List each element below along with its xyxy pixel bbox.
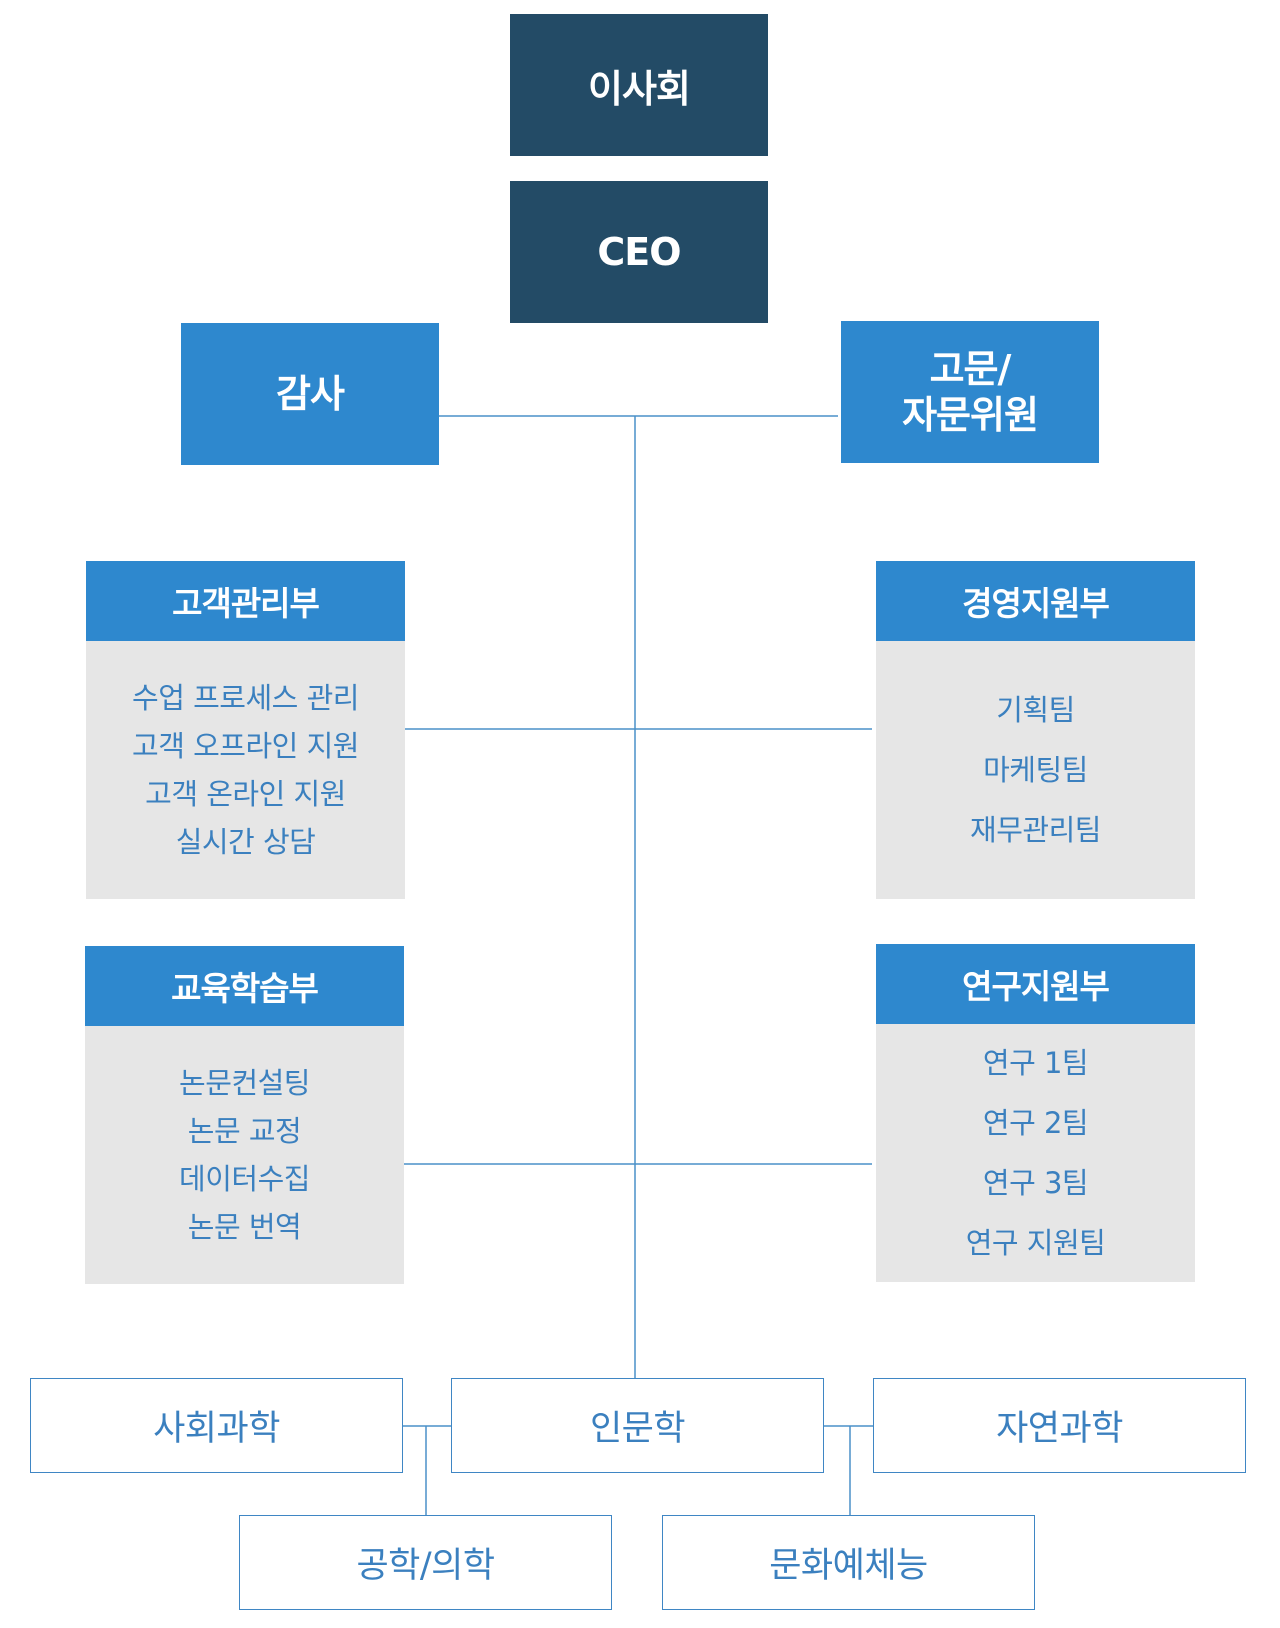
field-social-science: 사회과학 xyxy=(30,1378,403,1473)
dept-item: 실시간 상담 xyxy=(175,825,316,859)
advisor-label-line2: 자문위원 xyxy=(902,393,1039,437)
dept-management-title: 경영지원부 xyxy=(876,561,1195,641)
field-engineering-medicine: 공학/의학 xyxy=(239,1515,612,1610)
field-culture-arts-sports: 문화예체능 xyxy=(662,1515,1035,1610)
dept-item: 데이터수집 xyxy=(179,1162,310,1196)
dept-management: 경영지원부 기획팀 마케팅팀 재무관리팀 xyxy=(876,561,1195,899)
audit-box: 감사 xyxy=(181,323,439,465)
advisor-label-line1: 고문/ xyxy=(929,347,1012,391)
dept-education-body: 논문컨설팅 논문 교정 데이터수집 논문 번역 xyxy=(85,1026,404,1284)
dept-item: 수업 프로세스 관리 xyxy=(132,681,359,715)
dept-item: 연구 지원팀 xyxy=(965,1226,1106,1260)
dept-item: 고객 온라인 지원 xyxy=(145,777,346,811)
dept-item: 마케팅팀 xyxy=(983,753,1088,787)
field-natural-science: 자연과학 xyxy=(873,1378,1246,1473)
dept-item: 재무관리팀 xyxy=(970,813,1101,847)
dept-research-body: 연구 1팀 연구 2팀 연구 3팀 연구 지원팀 xyxy=(876,1024,1195,1282)
audit-label: 감사 xyxy=(276,372,345,416)
dept-item: 논문 교정 xyxy=(187,1114,302,1148)
dept-education: 교육학습부 논문컨설팅 논문 교정 데이터수집 논문 번역 xyxy=(85,946,404,1284)
ceo-label: CEO xyxy=(597,230,681,274)
advisor-box: 고문/ 자문위원 xyxy=(841,321,1099,463)
dept-research-title: 연구지원부 xyxy=(876,944,1195,1024)
dept-management-body: 기획팀 마케팅팀 재무관리팀 xyxy=(876,641,1195,899)
dept-item: 연구 2팀 xyxy=(982,1106,1089,1140)
board-box: 이사회 xyxy=(510,14,768,156)
dept-customer: 고객관리부 수업 프로세스 관리 고객 오프라인 지원 고객 온라인 지원 실시… xyxy=(86,561,405,899)
field-humanities: 인문학 xyxy=(451,1378,824,1473)
ceo-box: CEO xyxy=(510,181,768,323)
dept-item: 기획팀 xyxy=(996,693,1075,727)
dept-customer-body: 수업 프로세스 관리 고객 오프라인 지원 고객 온라인 지원 실시간 상담 xyxy=(86,641,405,899)
dept-research: 연구지원부 연구 1팀 연구 2팀 연구 3팀 연구 지원팀 xyxy=(876,944,1195,1282)
dept-customer-title: 고객관리부 xyxy=(86,561,405,641)
dept-item: 고객 오프라인 지원 xyxy=(132,729,359,763)
dept-item: 연구 1팀 xyxy=(982,1046,1089,1080)
dept-item: 연구 3팀 xyxy=(982,1166,1089,1200)
dept-item: 논문 번역 xyxy=(187,1210,302,1244)
board-label: 이사회 xyxy=(588,66,691,111)
dept-education-title: 교육학습부 xyxy=(85,946,404,1026)
dept-item: 논문컨설팅 xyxy=(179,1066,310,1100)
